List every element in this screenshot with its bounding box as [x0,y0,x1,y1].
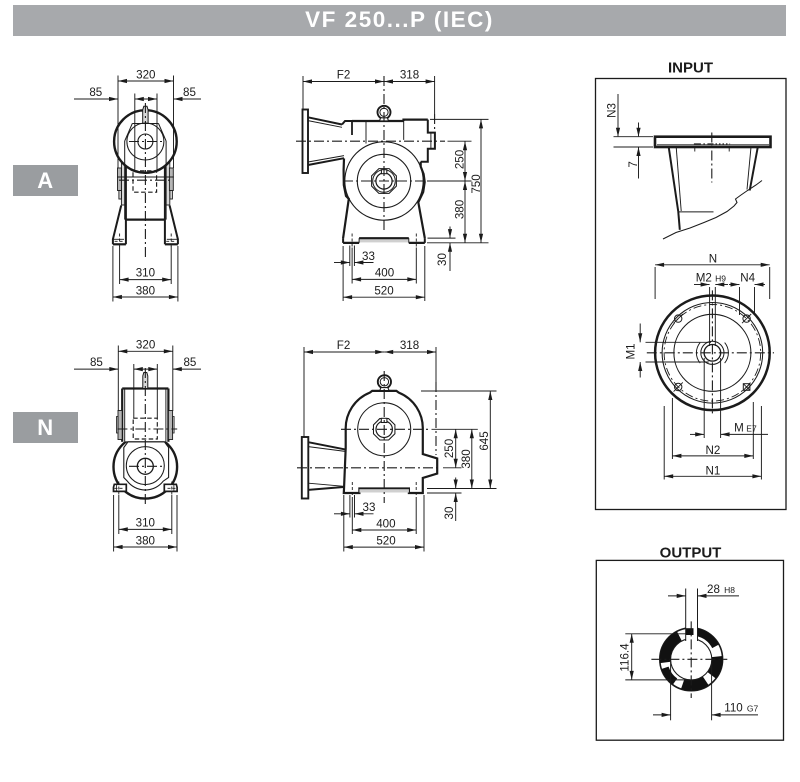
svg-text:F2: F2 [337,69,351,82]
svg-text:E7: E7 [746,424,757,434]
svg-text:M: M [734,422,744,435]
svg-text:M1: M1 [625,343,638,359]
svg-text:110: 110 [724,702,742,715]
svg-text:380: 380 [136,534,155,547]
svg-text:N3: N3 [606,103,619,118]
svg-text:85: 85 [183,356,196,369]
svg-text:310: 310 [136,267,155,280]
svg-text:85: 85 [89,86,102,99]
svg-text:380: 380 [454,200,467,219]
svg-text:85: 85 [183,86,196,99]
svg-text:520: 520 [374,284,393,297]
svg-text:250: 250 [454,150,467,169]
svg-text:520: 520 [376,534,395,547]
svg-text:400: 400 [376,517,395,530]
svg-text:645: 645 [478,431,491,450]
svg-text:85: 85 [90,356,103,369]
svg-text:28: 28 [707,583,720,596]
svg-text:30: 30 [443,507,456,520]
svg-text:33: 33 [363,501,376,514]
svg-text:INPUT: INPUT [668,59,713,76]
svg-text:N4: N4 [740,272,755,285]
svg-text:750: 750 [470,174,483,193]
svg-text:N1: N1 [705,464,720,477]
svg-text:380: 380 [460,449,473,468]
svg-text:310: 310 [136,517,155,530]
svg-text:N: N [709,252,717,265]
svg-text:F2: F2 [337,339,351,352]
svg-text:318: 318 [400,69,419,82]
svg-text:380: 380 [136,284,155,297]
svg-text:H8: H8 [724,585,735,595]
svg-text:M2: M2 [696,272,712,285]
svg-text:400: 400 [375,267,394,280]
svg-text:320: 320 [136,339,155,352]
svg-text:OUTPUT: OUTPUT [660,545,722,562]
svg-text:116.4: 116.4 [619,643,632,672]
svg-text:G7: G7 [747,704,759,714]
svg-text:30: 30 [436,253,449,266]
svg-text:318: 318 [400,339,419,352]
svg-text:7: 7 [627,161,640,167]
svg-text:N2: N2 [705,444,720,457]
svg-text:H9: H9 [715,274,726,284]
svg-text:320: 320 [136,68,155,81]
svg-text:33: 33 [362,250,375,263]
svg-text:250: 250 [443,439,456,458]
